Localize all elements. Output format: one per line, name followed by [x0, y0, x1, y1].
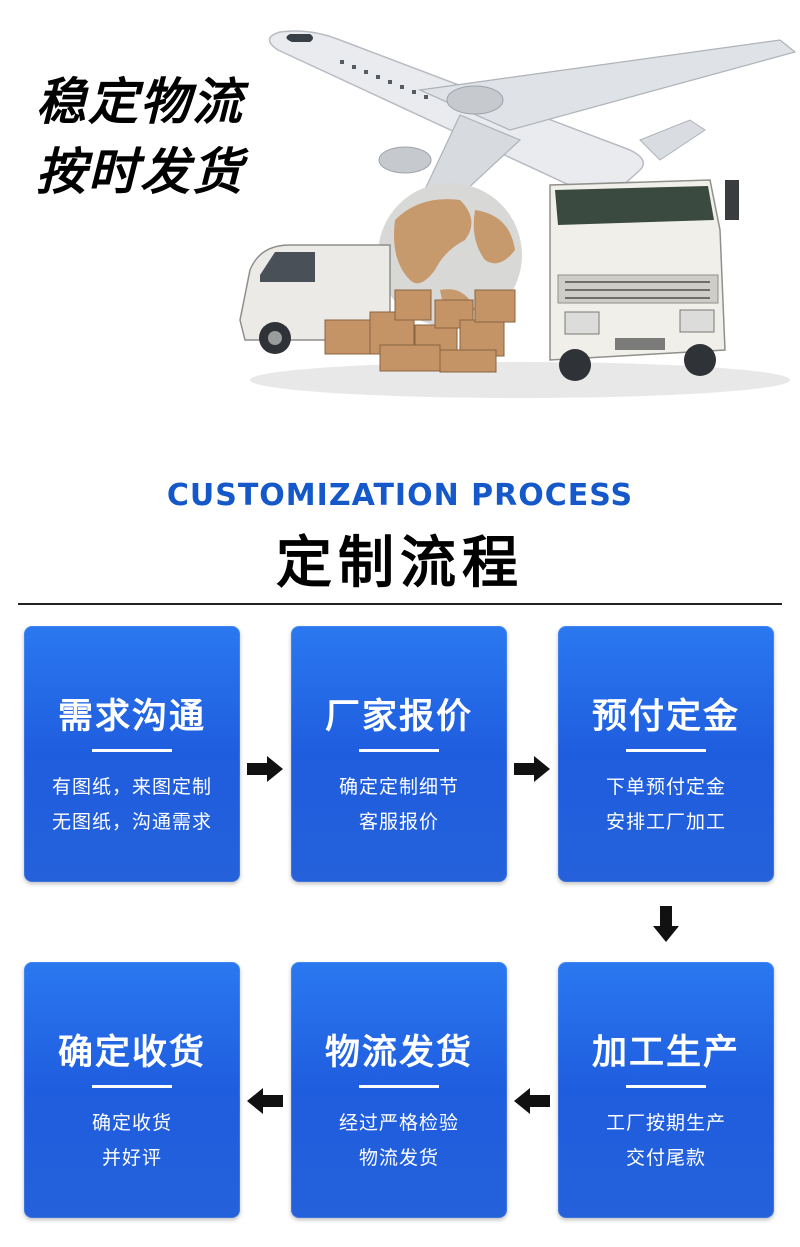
step-desc-line-2: 安排工厂加工 — [605, 811, 726, 833]
divider-line — [18, 603, 782, 605]
step-desc-line-2: 无图纸，沟通需求 — [51, 811, 212, 833]
step-title: 需求沟通 — [57, 697, 206, 737]
arrow-right-icon — [514, 756, 550, 782]
step-desc-line-2: 客服报价 — [358, 811, 439, 833]
step-title: 确定收货 — [57, 1033, 206, 1073]
step-desc-line-2: 交付尾款 — [625, 1147, 706, 1169]
step-underline — [626, 1085, 706, 1088]
step-desc-line-1: 确定定制细节 — [338, 776, 459, 798]
hero-banner: 稳定物流 按时发货 — [0, 0, 800, 430]
airplane-icon — [268, 30, 797, 206]
step-desc-line-1: 有图纸，来图定制 — [51, 776, 212, 798]
step-desc-line-2: 物流发货 — [358, 1147, 439, 1169]
hero-line-2: 按时发货 — [36, 142, 244, 201]
logistics-illustration — [239, 30, 797, 398]
arrow-left-icon — [247, 1088, 283, 1114]
step-underline — [92, 1085, 172, 1088]
step-desc-line-1: 下单预付定金 — [605, 776, 726, 798]
section-title-en: CUSTOMIZATION PROCESS — [166, 478, 634, 513]
step-title: 加工生产 — [591, 1033, 740, 1073]
step-card-1: 需求沟通 有图纸，来图定制 无图纸，沟通需求 — [24, 626, 240, 882]
step-title: 物流发货 — [324, 1033, 473, 1073]
step-card-5: 物流发货 经过严格检验 物流发货 — [291, 962, 507, 1218]
arrow-left-icon — [514, 1088, 550, 1114]
step-underline — [359, 749, 439, 752]
step-title: 厂家报价 — [324, 697, 473, 737]
step-desc-line-2: 并好评 — [101, 1147, 162, 1169]
step-card-2: 厂家报价 确定定制细节 客服报价 — [291, 626, 507, 882]
arrow-down-icon — [653, 906, 679, 942]
step-card-4: 加工生产 工厂按期生产 交付尾款 — [558, 962, 774, 1218]
step-title: 预付定金 — [591, 697, 740, 737]
step-underline — [626, 749, 706, 752]
step-underline — [359, 1085, 439, 1088]
step-card-6: 确定收货 确定收货 并好评 — [24, 962, 240, 1218]
arrow-right-icon — [247, 756, 283, 782]
step-card-3: 预付定金 下单预付定金 安排工厂加工 — [558, 626, 774, 882]
step-desc-line-1: 经过严格检验 — [338, 1112, 459, 1134]
hero-line-1: 稳定物流 — [36, 72, 244, 131]
step-underline — [92, 749, 172, 752]
truck-icon — [549, 179, 739, 381]
step-desc-line-1: 确定收货 — [91, 1112, 172, 1134]
step-desc-line-1: 工厂按期生产 — [605, 1112, 726, 1134]
box-icon — [324, 289, 516, 373]
section-title-zh: 定制流程 — [276, 530, 524, 596]
